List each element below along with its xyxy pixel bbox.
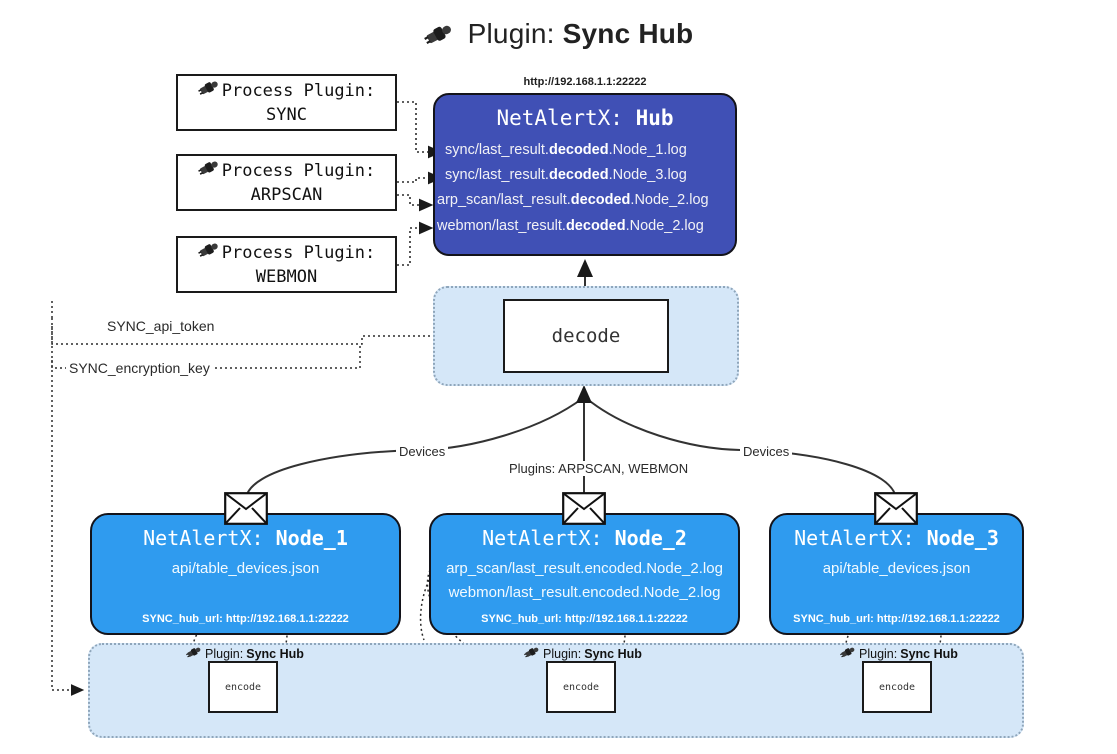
plug-icon [197, 158, 220, 184]
node-title: NetAlertX: Node_3 [771, 526, 1022, 550]
process-plugin-header: Process Plugin: [197, 240, 376, 266]
log-pre: arp_scan/last_result. [437, 192, 571, 209]
log-pre: sync/last_result. [445, 167, 549, 184]
plug-icon [197, 240, 220, 266]
encoder-plugin-name: Sync Hub [584, 646, 642, 661]
edge-label-devices-right: Devices [740, 444, 793, 459]
envelope-icon [874, 492, 918, 525]
setting-encryption-key-label: SYNC_encryption_key [66, 360, 213, 376]
node-line: api/table_devices.json [171, 560, 320, 577]
encoder-plugin-prefix: Plugin: [543, 646, 582, 661]
node-card-node-1[interactable]: NetAlertX: Node_1 api/table_devices.json… [90, 513, 401, 635]
edge-label-plugins-center: Plugins: ARPSCAN, WEBMON [506, 461, 692, 476]
node-title-prefix: NetAlertX: [794, 526, 915, 550]
process-plugin-label: Process Plugin: [221, 160, 376, 181]
node-line-list: arp_scan/last_result.encoded.Node_2.log … [431, 557, 738, 606]
plug-icon [423, 21, 454, 54]
log-pre: webmon/last_result. [437, 217, 566, 234]
encode-box-node-1[interactable]: encode [208, 661, 278, 713]
node-hub-url: SYNC_hub_url: http://192.168.1.1:22222 [793, 613, 1000, 625]
plug-icon [186, 645, 202, 662]
hub-log-line: webmon/last_result.decoded.Node_2.log [435, 214, 735, 239]
encoder-plugin-label-2: Plugin: Sync Hub [524, 645, 642, 662]
process-plugin-value: SYNC [266, 105, 307, 125]
node-title-prefix: NetAlertX: [482, 526, 603, 550]
encoder-plugin-name: Sync Hub [900, 646, 958, 661]
process-plugin-box-webmon[interactable]: Process Plugin: WEBMON [176, 236, 397, 293]
log-post: .Node_3.log [608, 167, 687, 184]
node-card-node-2[interactable]: NetAlertX: Node_2 arp_scan/last_result.e… [429, 513, 740, 635]
plug-icon [197, 78, 220, 104]
hub-url-label: http://192.168.1.1:22222 [523, 76, 647, 88]
log-mid: decoded [570, 192, 631, 209]
encoder-plugin-name: Sync Hub [246, 646, 304, 661]
page-title: Plugin: Sync Hub [0, 18, 1117, 54]
log-post: .Node_1.log [608, 142, 687, 158]
page-title-prefix: Plugin: [467, 18, 555, 49]
hub-log-list: sync/last_result.decoded.Node_1.log sync… [435, 138, 735, 239]
envelope-icon [224, 492, 268, 525]
node-card-node-3[interactable]: NetAlertX: Node_3 api/table_devices.json… [769, 513, 1024, 635]
hub-log-line: sync/last_result.decoded.Node_3.log [435, 163, 735, 188]
encoder-plugin-prefix: Plugin: [859, 646, 898, 661]
log-post: .Node_2.log [625, 217, 704, 234]
encode-box-node-3[interactable]: encode [862, 661, 932, 713]
node-title-name: Node_1 [275, 526, 348, 550]
node-hub-url: SYNC_hub_url: http://192.168.1.1:22222 [481, 613, 688, 625]
process-plugin-box-sync[interactable]: Process Plugin: SYNC [176, 74, 397, 131]
node-title: NetAlertX: Node_1 [92, 526, 399, 550]
encoder-plugin-label-3: Plugin: Sync Hub [840, 645, 958, 662]
node-title: NetAlertX: Node_2 [431, 526, 738, 550]
log-pre: sync/last_result. [445, 142, 549, 158]
log-mid: decoded [548, 167, 609, 184]
node-line: arp_scan/last_result.encoded.Node_2.log [446, 560, 723, 577]
log-mid: decoded [565, 217, 626, 234]
plug-icon [840, 645, 856, 662]
edge-label-devices-left: Devices [396, 444, 449, 459]
plug-icon [524, 645, 540, 662]
page-title-name: Sync Hub [562, 18, 694, 49]
hub-log-line: sync/last_result.decoded.Node_1.log [435, 138, 735, 163]
encoder-plugin-label-1: Plugin: Sync Hub [186, 645, 304, 662]
process-plugin-header: Process Plugin: [197, 158, 376, 184]
node-line-list: api/table_devices.json [771, 557, 1022, 581]
node-line: webmon/last_result.encoded.Node_2.log [448, 584, 721, 602]
hub-title-prefix: NetAlertX: [496, 106, 623, 130]
node-title-prefix: NetAlertX: [143, 526, 264, 550]
process-plugin-header: Process Plugin: [197, 78, 376, 104]
envelope-icon [562, 492, 606, 525]
encode-box-node-2[interactable]: encode [546, 661, 616, 713]
node-line-list: api/table_devices.json [92, 557, 399, 581]
log-mid: decoded [548, 142, 609, 158]
process-plugin-box-arpscan[interactable]: Process Plugin: ARPSCAN [176, 154, 397, 211]
node-line: api/table_devices.json [822, 560, 971, 577]
process-plugin-label: Process Plugin: [221, 242, 376, 263]
hub-log-line: arp_scan/last_result.decoded.Node_2.log [435, 188, 735, 213]
node-title-name: Node_2 [614, 526, 687, 550]
node-hub-url: SYNC_hub_url: http://192.168.1.1:22222 [142, 613, 349, 625]
decode-box[interactable]: decode [503, 299, 669, 373]
log-post: .Node_2.log [630, 192, 709, 209]
setting-api-token-label: SYNC_api_token [104, 318, 218, 334]
hub-title: NetAlertX: Hub [435, 106, 735, 130]
process-plugin-value: WEBMON [255, 267, 318, 287]
hub-node[interactable]: NetAlertX: Hub sync/last_result.decoded.… [433, 93, 737, 256]
process-plugin-label: Process Plugin: [221, 80, 376, 101]
process-plugin-value: ARPSCAN [250, 185, 323, 205]
hub-title-name: Hub [635, 106, 674, 130]
encoder-plugin-prefix: Plugin: [205, 646, 244, 661]
node-title-name: Node_3 [926, 526, 999, 550]
